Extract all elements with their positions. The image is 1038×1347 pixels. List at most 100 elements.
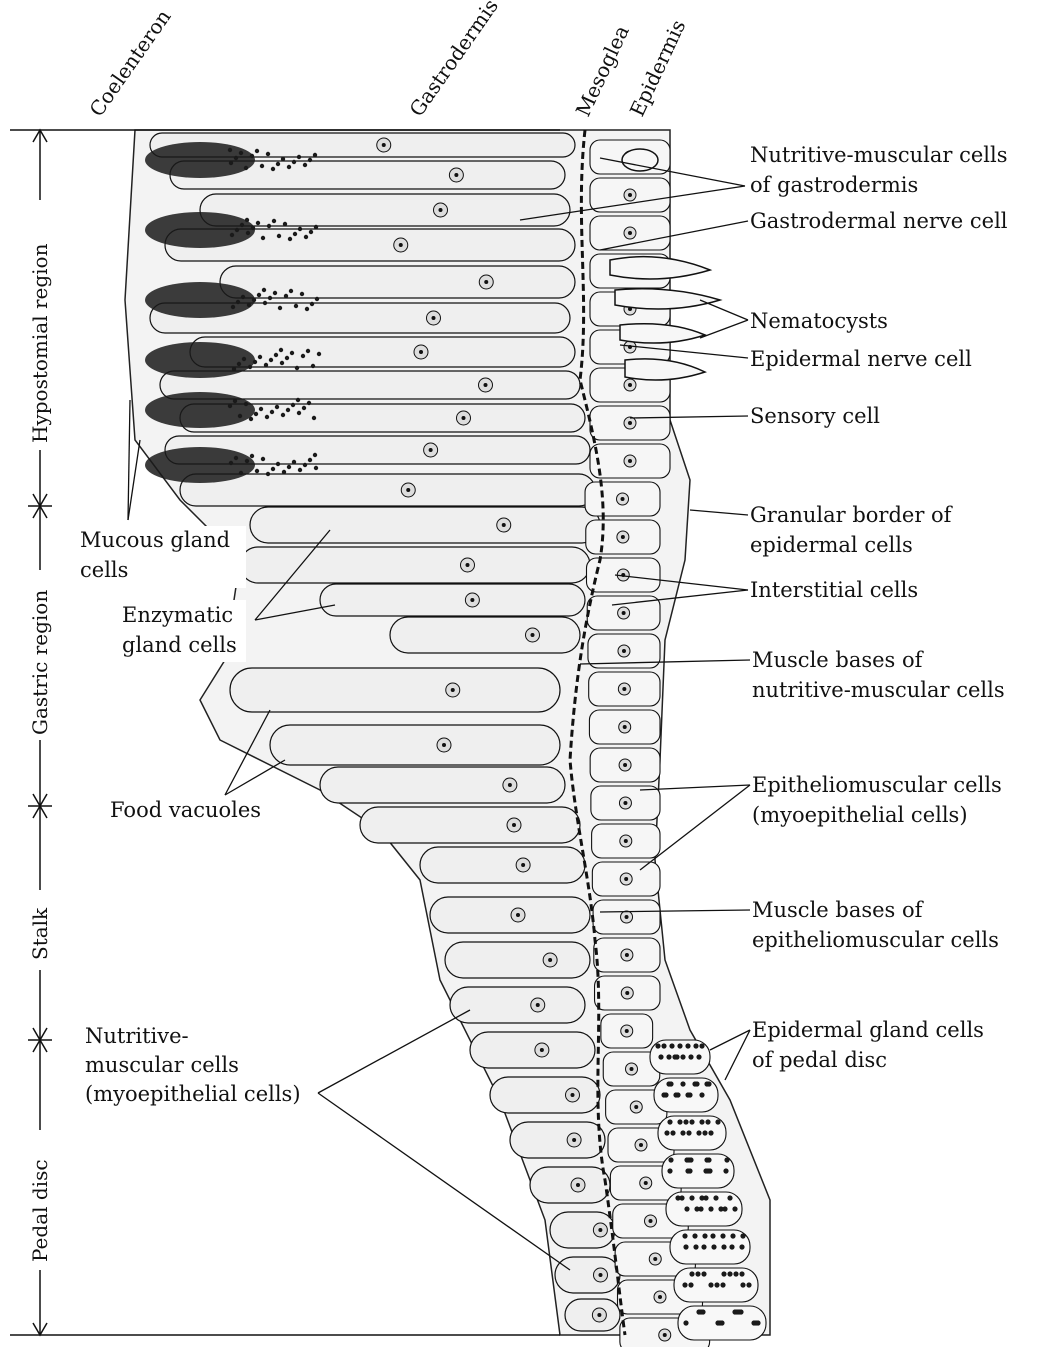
granule <box>692 1233 697 1238</box>
cell-nucleolus <box>516 913 520 917</box>
granule <box>684 1206 689 1211</box>
granule <box>282 470 286 474</box>
granule <box>306 349 310 353</box>
granule <box>729 1244 734 1249</box>
cell-nucleolus <box>512 823 516 827</box>
granule <box>268 296 272 300</box>
cell-nucleolus <box>576 1183 580 1187</box>
granule <box>305 307 309 311</box>
cell-nucleolus <box>622 687 626 691</box>
granule <box>304 235 308 239</box>
granule <box>730 1233 735 1238</box>
granule <box>257 293 261 297</box>
cell-nucleolus <box>634 1105 638 1109</box>
granule <box>683 1119 688 1124</box>
label-nutritive-muscular-gastrodermis: Nutritive-muscular cellsof gastrodermis <box>750 143 1008 197</box>
cell-nucleolus <box>644 1181 648 1185</box>
nematocyst <box>625 359 705 380</box>
cell-nucleolus <box>621 497 625 501</box>
granule <box>261 457 265 461</box>
granule <box>683 1244 688 1249</box>
granule <box>658 1054 663 1059</box>
cell-nucleolus <box>572 1138 576 1142</box>
gastrodermal-cell <box>490 1077 600 1113</box>
cell-nucleolus <box>599 1273 603 1277</box>
granule <box>740 1233 745 1238</box>
granule <box>292 460 296 464</box>
gastrodermal-cell <box>430 897 590 933</box>
granule <box>297 411 301 415</box>
granule <box>739 1244 744 1249</box>
granule <box>680 1054 685 1059</box>
granule <box>253 360 257 364</box>
granule <box>672 1054 677 1059</box>
cell-nucleolus <box>663 1333 667 1337</box>
cell-nucleolus <box>598 1228 602 1232</box>
granule <box>290 351 294 355</box>
granule <box>266 152 270 156</box>
granule <box>235 228 239 232</box>
granule <box>285 356 289 360</box>
cell-nucleolus <box>508 783 512 787</box>
label-granular-border: Granular border ofepidermal cells <box>750 503 954 557</box>
granule <box>275 405 279 409</box>
granule <box>262 288 266 292</box>
granule <box>699 1092 704 1097</box>
granule <box>238 414 242 418</box>
granule <box>254 412 258 416</box>
cell-nucleolus <box>628 421 632 425</box>
granule <box>252 298 256 302</box>
granule <box>272 219 276 223</box>
granule <box>317 352 321 356</box>
granule <box>228 148 232 152</box>
granule <box>308 158 312 162</box>
gastrodermal-cell <box>320 584 585 616</box>
granule <box>719 1320 724 1325</box>
granule <box>689 1195 694 1200</box>
granule <box>239 471 243 475</box>
granule <box>688 1282 693 1287</box>
granule <box>677 1043 682 1048</box>
granule <box>706 1081 711 1086</box>
granule <box>683 1320 688 1325</box>
granule <box>312 416 316 420</box>
granule <box>264 363 268 367</box>
column-header-coelenteron: Coelenteron <box>84 5 175 121</box>
granule <box>714 1282 719 1287</box>
granule <box>255 149 259 153</box>
granule <box>271 167 275 171</box>
granule <box>664 1130 669 1135</box>
gastrodermal-cell <box>200 194 570 226</box>
granule <box>670 1130 675 1135</box>
gastrodermal-cell <box>360 807 580 843</box>
cell-nucleolus <box>419 350 423 354</box>
granule <box>303 163 307 167</box>
granule <box>309 230 313 234</box>
granule <box>289 289 293 293</box>
pedal-gland-cell <box>670 1230 750 1264</box>
granule <box>675 1092 680 1097</box>
cell-nucleolus <box>432 316 436 320</box>
granule <box>287 165 291 169</box>
granule <box>720 1233 725 1238</box>
granule <box>240 223 244 227</box>
cell-nucleolus <box>484 280 488 284</box>
granule <box>247 303 251 307</box>
granule <box>286 408 290 412</box>
label-nutritive-muscular-myoepithelial: Nutritive-muscular cells(myoepithelial c… <box>85 1024 301 1106</box>
column-header-epidermis: Epidermis <box>625 16 691 120</box>
granule <box>723 1168 728 1173</box>
granule <box>682 1233 687 1238</box>
cell-nucleolus <box>466 563 470 567</box>
granule <box>298 227 302 231</box>
granule <box>710 1233 715 1238</box>
granule <box>245 459 249 463</box>
granule <box>260 164 264 168</box>
granule <box>295 366 299 370</box>
granule <box>696 1054 701 1059</box>
granule <box>687 1092 692 1097</box>
granule <box>277 234 281 238</box>
granule <box>701 1244 706 1249</box>
cell-nucleolus <box>625 1029 629 1033</box>
